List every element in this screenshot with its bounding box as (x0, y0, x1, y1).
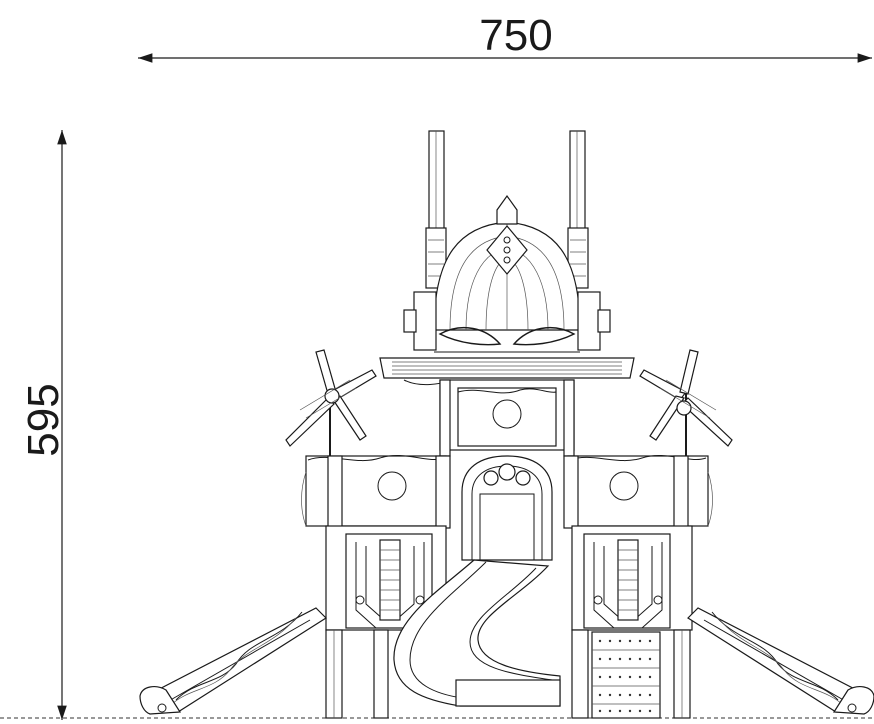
slide-entrance-arch (461, 455, 553, 561)
height-dimension-label: 595 (19, 383, 68, 456)
left-side-slide (139, 607, 327, 715)
spiral-slide (393, 559, 561, 707)
right-climbing-module (571, 525, 693, 631)
left-deck-panel (301, 454, 451, 529)
right-propeller (639, 349, 733, 456)
upper-center-panel (439, 379, 575, 457)
width-dimension: 750 (138, 11, 872, 63)
support-posts (325, 629, 691, 719)
width-dimension-label: 750 (479, 11, 552, 60)
roof-platform (379, 357, 635, 386)
left-propeller (285, 349, 377, 456)
right-deck-panel (563, 454, 713, 529)
perforated-ladder (591, 631, 661, 719)
height-dimension: 595 (19, 130, 68, 720)
dome-head (403, 194, 611, 353)
right-side-slide (687, 607, 874, 715)
